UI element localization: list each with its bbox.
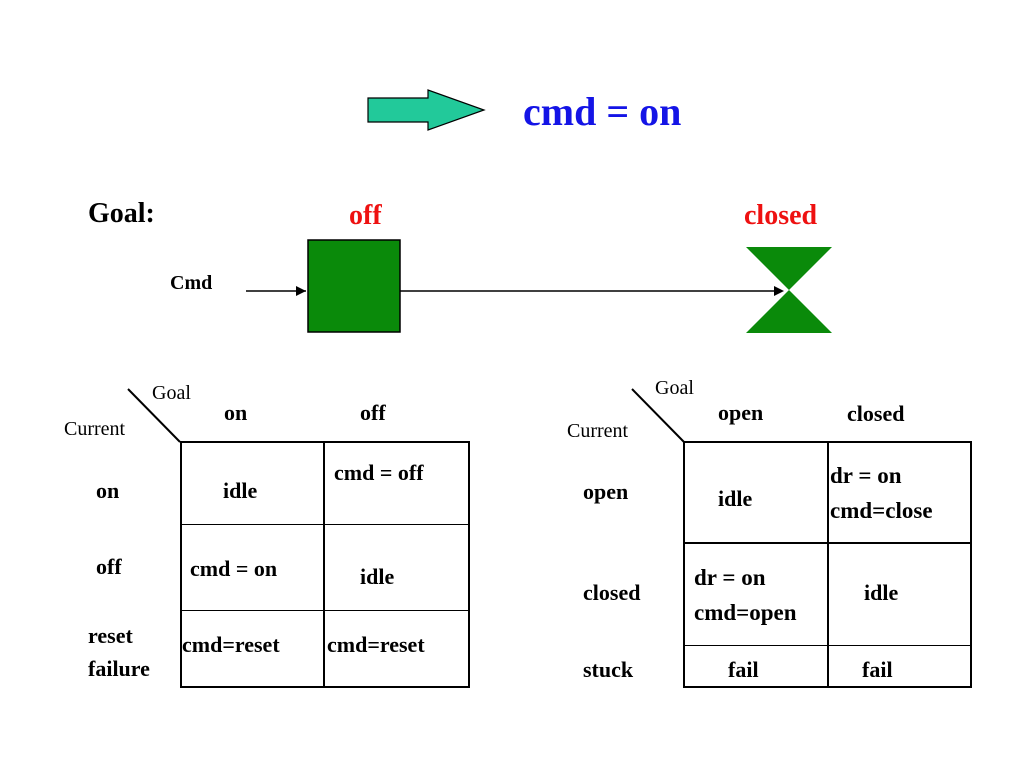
- right-row-label: stuck: [583, 657, 634, 682]
- door-symbol-top: [746, 247, 832, 290]
- page-title: cmd = on: [523, 89, 682, 134]
- right-col-header: open: [718, 400, 764, 425]
- left-table-diagonal: [127, 388, 181, 443]
- right-goal-axis-label: Goal: [655, 377, 694, 399]
- valve-block: [307, 239, 401, 333]
- cmd-label: Cmd: [170, 272, 213, 294]
- right-row-label: open: [583, 479, 629, 504]
- left-cell: cmd = on: [190, 556, 278, 581]
- left-row-label: on: [96, 478, 120, 503]
- left-current-axis-label: Current: [64, 418, 126, 440]
- left-cell: cmd=reset: [182, 632, 280, 657]
- left-table-row-divider: [180, 610, 470, 611]
- right-table-col-divider: [827, 441, 829, 688]
- left-cell: idle: [360, 564, 395, 589]
- left-row-label: off: [96, 554, 122, 579]
- door-state-label: closed: [744, 200, 818, 231]
- left-col-header: on: [224, 400, 248, 425]
- connection-arrowhead: [774, 286, 784, 296]
- left-cell: cmd = off: [334, 460, 424, 485]
- right-cell: fail: [728, 657, 759, 682]
- right-table-diagonal: [631, 388, 685, 443]
- right-cell: dr = on cmd=open: [694, 565, 797, 625]
- left-cell: cmd=reset: [327, 632, 425, 657]
- cmd-input-arrowhead: [296, 286, 306, 296]
- left-table-grid: [180, 441, 470, 688]
- right-table-row-divider: [683, 645, 972, 646]
- left-table-col-divider: [323, 441, 325, 688]
- right-cell: dr = on cmd=close: [830, 463, 933, 523]
- left-table-row-divider: [180, 524, 470, 525]
- left-goal-axis-label: Goal: [152, 382, 191, 404]
- right-cell: idle: [718, 486, 753, 511]
- valve-state-label: off: [349, 200, 382, 231]
- right-row-label: closed: [583, 580, 641, 605]
- left-cell: idle: [223, 478, 258, 503]
- door-symbol-bottom: [746, 290, 832, 333]
- left-row-label: reset failure: [88, 623, 150, 681]
- right-current-axis-label: Current: [567, 420, 629, 442]
- right-block-arrow: [367, 89, 486, 131]
- right-cell: fail: [862, 657, 893, 682]
- right-cell: idle: [864, 580, 899, 605]
- goal-label: Goal:: [88, 198, 155, 229]
- left-col-header: off: [360, 400, 386, 425]
- right-table-row-divider: [683, 542, 972, 544]
- right-col-header: closed: [847, 401, 905, 426]
